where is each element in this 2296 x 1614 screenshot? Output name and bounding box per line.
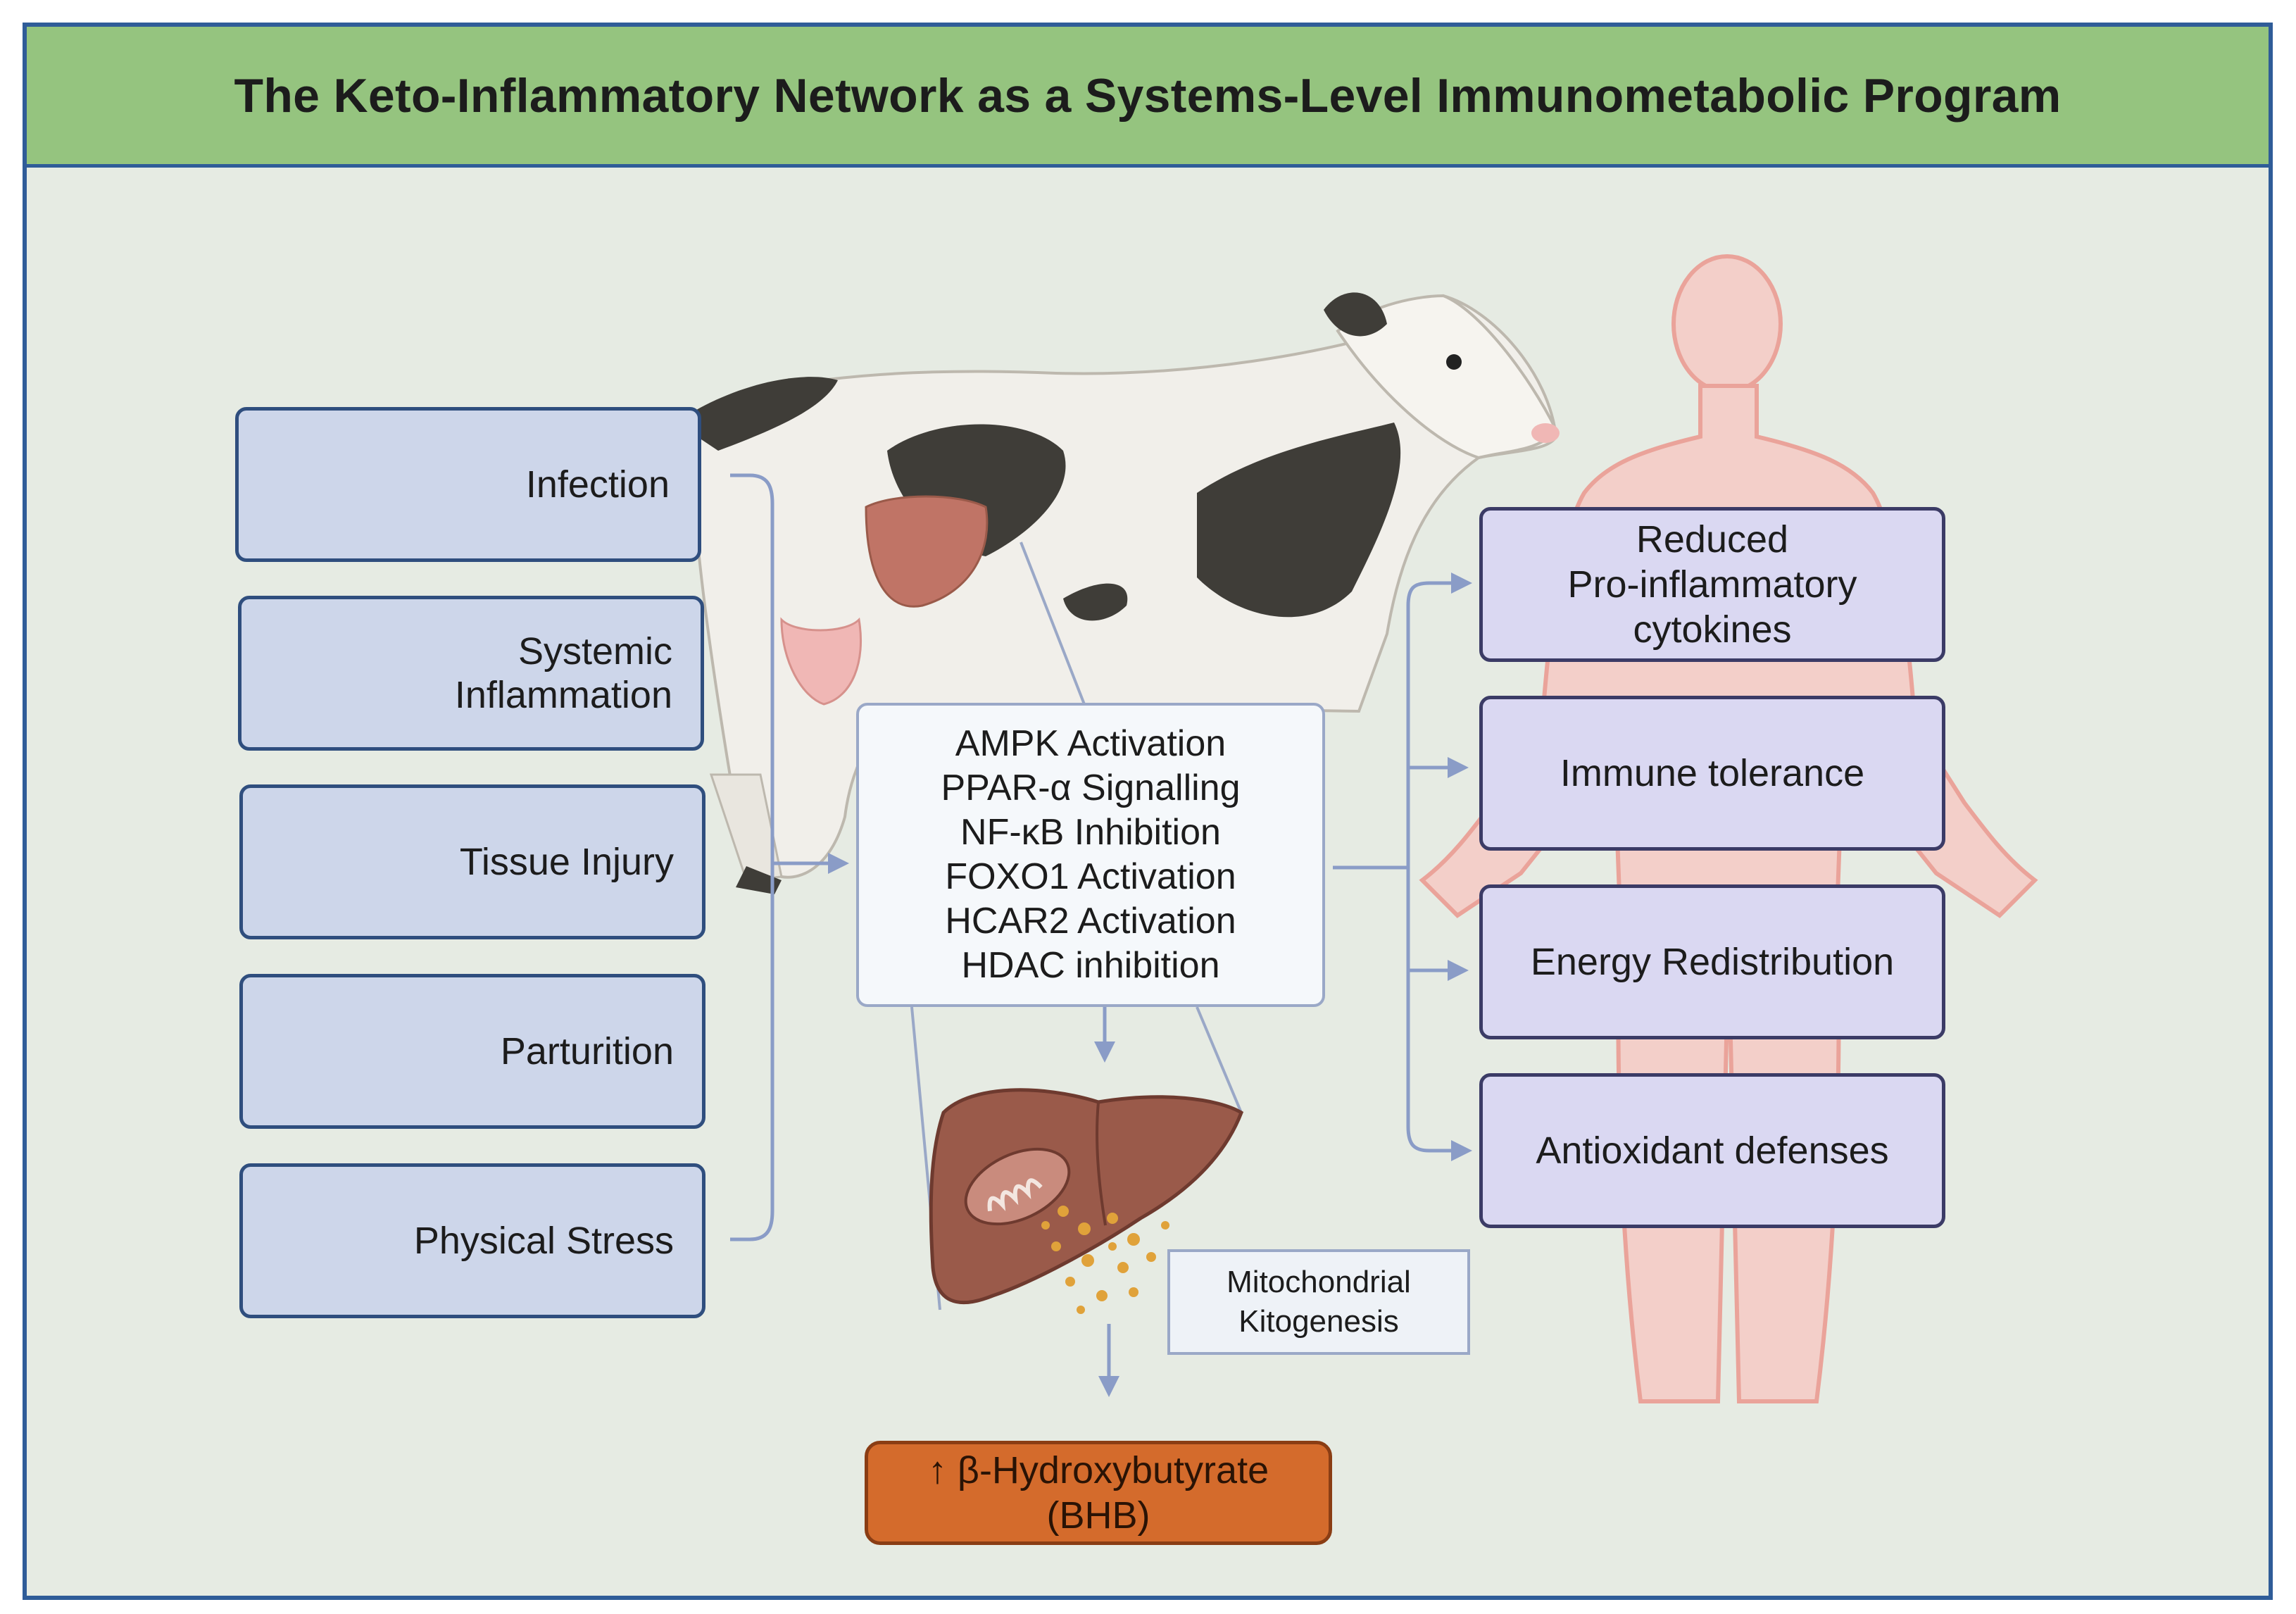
mechanism-item: HCAR2 Activation — [945, 901, 1236, 942]
trigger-infection: Infection — [235, 407, 701, 562]
trigger-systemic-inflammation: Systemic Inflammation — [238, 596, 704, 751]
outcome-label: Antioxidant defenses — [1536, 1130, 1889, 1172]
mechanism-item: HDAC inhibition — [961, 945, 1220, 986]
outcome-label: Pro-inflammatory — [1567, 563, 1857, 606]
outcome-immune-tolerance: Immune tolerance — [1479, 696, 1945, 851]
mechanism-box: AMPK Activation PPAR-α Signalling NF-κB … — [856, 703, 1325, 1007]
outcome-label: Reduced — [1636, 518, 1789, 561]
ketone-particles — [1041, 1206, 1169, 1314]
trigger-label: Systemic — [517, 630, 672, 672]
mito-line: Kitogenesis — [1238, 1304, 1399, 1339]
outcome-reduced-cytokines: Reduced Pro-inflammatory cytokines — [1479, 507, 1945, 662]
mito-line: Mitochondrial — [1227, 1265, 1411, 1299]
diagram-header: The Keto-Inflammatory Network as a Syste… — [27, 27, 2269, 168]
outcome-label: Immune tolerance — [1560, 752, 1865, 794]
mitochondrial-ketogenesis-label: Mitochondrial Kitogenesis — [1167, 1249, 1470, 1355]
outcome-antioxidant-defenses: Antioxidant defenses — [1479, 1073, 1945, 1228]
dairy-cow-icon — [674, 292, 1560, 894]
trigger-label: Tissue Injury — [459, 841, 674, 883]
trigger-label: Infection — [525, 463, 670, 506]
trigger-label: Physical Stress — [413, 1220, 674, 1262]
bhb-line: (BHB) — [1046, 1494, 1150, 1537]
trigger-parturition: Parturition — [239, 974, 705, 1129]
mechanism-item: FOXO1 Activation — [945, 856, 1236, 897]
outcome-label: Energy Redistribution — [1530, 941, 1895, 983]
outcome-label: cytokines — [1633, 608, 1792, 651]
outcome-connector — [1333, 573, 1472, 1161]
trigger-label: Inflammation — [454, 674, 672, 716]
mechanism-item: AMPK Activation — [955, 723, 1227, 764]
mechanism-item: PPAR-α Signalling — [941, 768, 1241, 808]
mechanism-item: NF-κB Inhibition — [960, 812, 1221, 853]
trigger-connector — [730, 473, 849, 1241]
liver-icon — [929, 1088, 1244, 1305]
trigger-physical-stress: Physical Stress — [239, 1163, 705, 1318]
bhb-line: ↑ β-Hydroxybutyrate — [927, 1449, 1269, 1491]
trigger-label: Parturition — [500, 1030, 674, 1072]
diagram-title: The Keto-Inflammatory Network as a Syste… — [234, 68, 2062, 123]
trigger-tissue-injury: Tissue Injury — [239, 784, 705, 939]
outcome-energy-redistribution: Energy Redistribution — [1479, 884, 1945, 1039]
bhb-output-box: ↑ β-Hydroxybutyrate (BHB) — [865, 1441, 1332, 1545]
